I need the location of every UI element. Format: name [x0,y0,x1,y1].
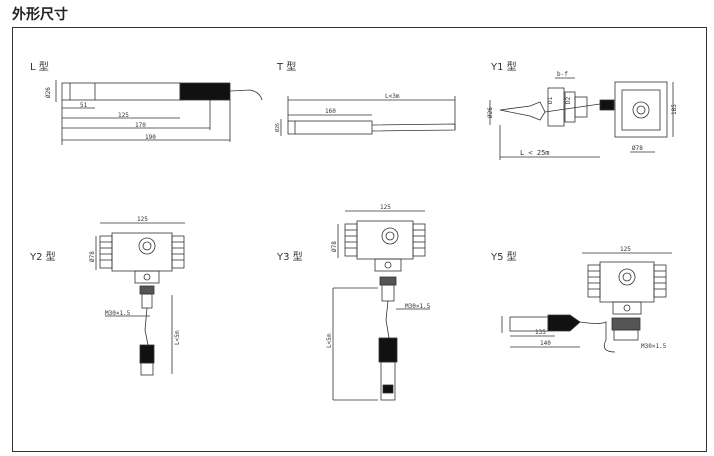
l-dim-51: 51 [80,102,88,109]
t-dim-len: L<3m [385,93,400,100]
l-dim-170: 170 [135,122,146,129]
y2-dim-l: L<5m [174,330,181,345]
y1-probe [499,101,546,121]
y1-dia: Ø26 [487,107,494,118]
y2-dim-78: Ø78 [89,251,96,262]
model-label-y1: Y1 型 [491,62,517,73]
y2-probe-top [139,344,155,364]
y3-housing [356,220,414,260]
y5-dim-125: 125 [620,246,631,253]
l-dim-190: 190 [145,134,156,141]
y1-cable-gland [599,99,615,111]
model-label-l: L 型 [30,62,49,73]
y2-dim-125: 125 [137,216,148,223]
l-cable-boot [179,82,231,101]
drawing-y5: 125 M30×1.5 135 140 [501,246,672,353]
l-dia: Ø26 [45,87,52,98]
drawing-y3: 125 Ø78 M30×1.5 L<5m [326,204,431,401]
y2-thread: M30×1.5 [105,310,131,317]
y1-dim-78: Ø78 [632,145,643,152]
model-label-y2: Y2 型 [30,252,56,263]
y5-dim-140: 140 [540,340,551,347]
y5-cable-boot [547,314,581,332]
y1-dim-bf: b-f [557,71,568,78]
y1-dim-d1: D1 [547,96,554,104]
page-title: 外形尺寸 [12,7,68,23]
drawing-t: L<3m 160 Ø26 [274,93,456,136]
y5-dim-135: 135 [535,329,546,336]
y1-dim-l: L < 25m [520,149,550,157]
t-probe-body [287,120,373,135]
drawing-l: Ø26 51 125 170 190 [45,80,263,145]
l-probe-body [61,82,181,101]
y1-dim-185: 185 [671,104,678,115]
y3-probe-top [378,337,398,363]
y3-probe-bottom [380,361,396,401]
y1-dim-d2: D2 [565,96,572,104]
drawing-frame [12,27,707,452]
drawing-y2: 125 Ø78 M30×1.5 L<5m [89,216,185,376]
y3-dim-125: 125 [380,204,391,211]
model-label-t: T 型 [277,62,297,73]
model-label-y5: Y5 型 [491,252,517,263]
y5-housing [599,261,655,303]
y2-probe-bottom [140,362,154,376]
y5-thread: M30×1.5 [641,343,667,350]
model-label-y3: Y3 型 [277,252,303,263]
drawing-y1: Ø26 b-f D1 D2 L < 25m 185 Ø78 [487,71,678,160]
y1-housing [614,81,668,138]
y3-dim-l: L<5m [326,333,333,348]
l-dim-125: 125 [118,112,129,119]
y3-dim-78: Ø78 [331,241,338,252]
y3-thread: M30×1.5 [405,303,431,310]
t-dim-160: 160 [325,108,336,115]
t-dia: Ø26 [274,123,281,132]
